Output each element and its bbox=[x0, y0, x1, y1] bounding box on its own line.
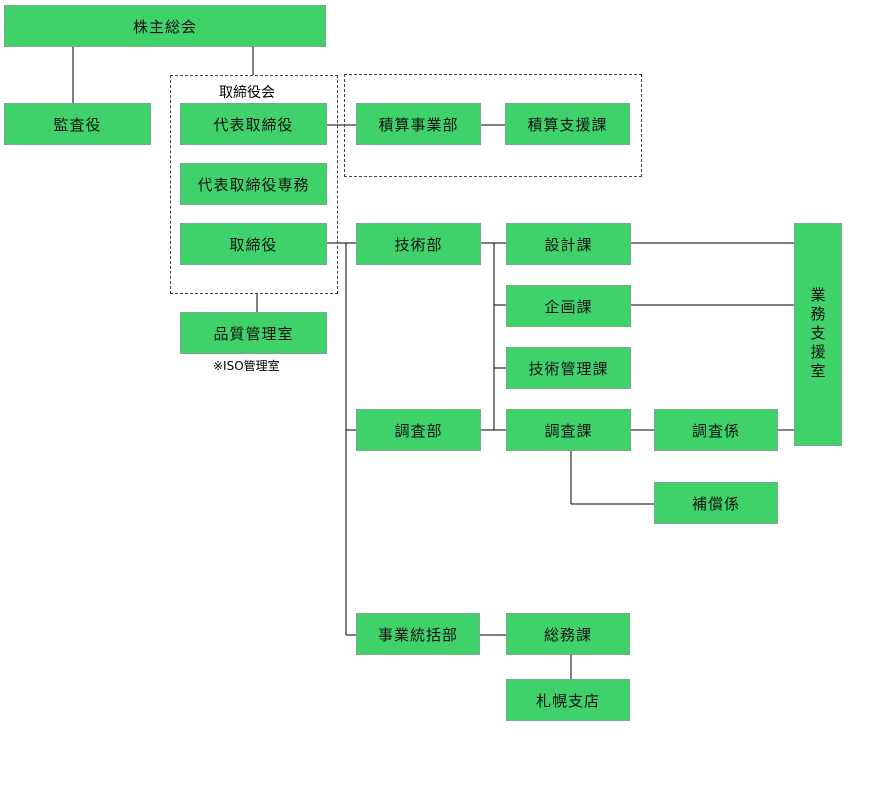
compensation-unit-box: 補償係 bbox=[654, 482, 778, 524]
tech-management-section-box: 技術管理課 bbox=[506, 347, 631, 389]
quality-office-note: ※ISO管理室 bbox=[213, 359, 280, 373]
representative-director-box: 代表取締役 bbox=[180, 103, 327, 145]
survey-division-box: 調査部 bbox=[356, 409, 481, 451]
board-label: 取締役会 bbox=[219, 85, 275, 101]
shareholders-meeting-box: 株主総会 bbox=[4, 5, 326, 47]
sapporo-branch-box: 札幌支店 bbox=[506, 679, 630, 721]
design-section-box: 設計課 bbox=[506, 223, 631, 265]
estimation-group-frame bbox=[344, 74, 642, 177]
estimation-division-box: 積算事業部 bbox=[356, 103, 481, 145]
director-box: 取締役 bbox=[180, 223, 327, 265]
estimation-support-section-box: 積算支援課 bbox=[505, 103, 630, 145]
business-support-office-box: 業務支援室 bbox=[794, 223, 842, 446]
technology-division-box: 技術部 bbox=[356, 223, 481, 265]
survey-section-box: 調査課 bbox=[506, 409, 631, 451]
survey-unit-box: 調査係 bbox=[654, 409, 778, 451]
planning-section-box: 企画課 bbox=[506, 285, 631, 327]
general-affairs-section-box: 総務課 bbox=[506, 613, 630, 655]
auditor-box: 監査役 bbox=[4, 103, 151, 145]
general-affairs-division-box: 事業統括部 bbox=[356, 613, 480, 655]
board-group-frame bbox=[170, 75, 338, 294]
quality-office-box: 品質管理室 bbox=[180, 312, 327, 354]
senior-managing-director-box: 代表取締役専務 bbox=[180, 163, 327, 205]
